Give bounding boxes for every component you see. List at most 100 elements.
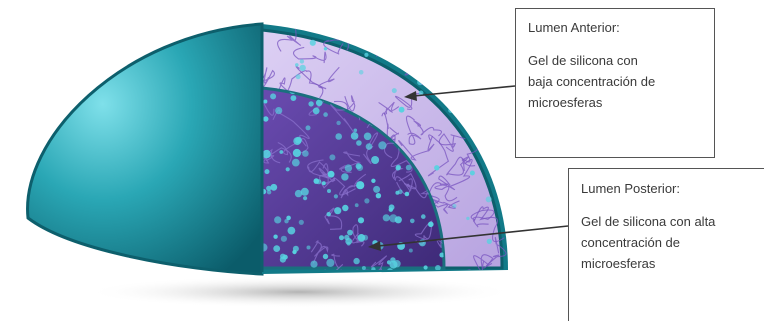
gel-fiber [457, 50, 479, 67]
microsphere [364, 198, 369, 203]
microsphere [302, 150, 309, 157]
microsphere [334, 207, 341, 214]
microsphere [307, 246, 311, 250]
microsphere [299, 220, 304, 225]
microsphere [310, 261, 317, 268]
microsphere [339, 235, 344, 240]
gel-fiber [404, 54, 430, 75]
microsphere [410, 219, 415, 224]
microsphere [499, 141, 505, 147]
microsphere [456, 86, 460, 90]
microsphere [326, 259, 334, 267]
microsphere [351, 132, 359, 140]
microsphere [334, 194, 338, 198]
microsphere [373, 186, 380, 193]
anterior-label-body: Gel de silicona con baja concentración d… [528, 50, 702, 113]
microsphere [362, 266, 366, 270]
microsphere [409, 249, 413, 253]
microsphere [503, 105, 506, 108]
gel-fiber [468, 49, 481, 71]
microsphere [396, 28, 400, 32]
microsphere [466, 217, 469, 220]
microsphere [296, 74, 301, 79]
microsphere [347, 230, 353, 236]
microsphere [300, 65, 306, 71]
gel-fiber [401, 49, 431, 67]
microsphere [508, 255, 513, 260]
microsphere [274, 216, 281, 223]
microsphere [489, 29, 493, 33]
microsphere [389, 208, 393, 212]
gel-fiber [415, 59, 434, 85]
microsphere [479, 125, 483, 129]
posterior-label-box: Lumen Posterior: Gel de silicona con alt… [568, 168, 764, 321]
microsphere [345, 164, 352, 171]
microsphere [406, 31, 411, 36]
microsphere [417, 79, 423, 85]
microsphere [396, 43, 402, 49]
microsphere [378, 42, 384, 48]
microsphere [507, 29, 513, 35]
microsphere [448, 107, 454, 113]
gel-fiber [498, 23, 517, 49]
microsphere [452, 97, 457, 102]
microsphere [364, 53, 368, 57]
microsphere [452, 204, 456, 208]
microsphere [291, 95, 297, 101]
microsphere [341, 173, 348, 180]
microsphere [308, 101, 313, 106]
floor-shadow [85, 276, 515, 308]
microsphere [275, 107, 282, 114]
microsphere [270, 93, 276, 99]
microsphere [281, 236, 287, 242]
microsphere [288, 227, 296, 235]
microsphere [327, 189, 331, 193]
microsphere [389, 214, 397, 222]
anterior-label-title: Lumen Anterior: [528, 17, 702, 38]
gel-fiber [479, 14, 494, 50]
microsphere [303, 196, 307, 200]
microsphere [405, 54, 410, 59]
outer-shell [28, 24, 262, 274]
microsphere [323, 254, 328, 259]
microsphere [354, 129, 358, 133]
microsphere [366, 143, 373, 150]
microsphere [504, 182, 509, 187]
microsphere [466, 62, 473, 69]
microsphere [396, 166, 401, 171]
microsphere [424, 265, 428, 269]
microsphere [345, 238, 352, 245]
microsphere [376, 193, 381, 198]
microsphere [398, 189, 403, 194]
microsphere [359, 70, 364, 75]
microsphere [329, 154, 335, 160]
microsphere [364, 133, 372, 141]
microsphere [327, 212, 331, 216]
microsphere [371, 156, 379, 164]
microsphere [280, 254, 286, 260]
microsphere [265, 169, 270, 174]
gel-fiber [436, 19, 454, 40]
microsphere [405, 192, 410, 197]
microsphere [492, 38, 495, 41]
microsphere [421, 214, 426, 219]
microsphere [434, 165, 439, 170]
microsphere [262, 150, 270, 158]
microsphere [293, 149, 301, 157]
microsphere [335, 133, 342, 140]
microsphere [323, 112, 328, 117]
posterior-label-body: Gel de silicona con alta concentración d… [581, 211, 752, 274]
microsphere [273, 235, 277, 239]
posterior-label-title: Lumen Posterior: [581, 178, 752, 199]
microsphere [314, 178, 320, 184]
microsphere [306, 125, 311, 130]
microsphere [356, 181, 364, 189]
microsphere [435, 265, 441, 271]
microsphere [322, 181, 326, 185]
microsphere [295, 137, 302, 144]
microsphere [353, 258, 359, 264]
microsphere [356, 163, 362, 169]
microsphere [378, 141, 386, 149]
microsphere [383, 214, 390, 221]
